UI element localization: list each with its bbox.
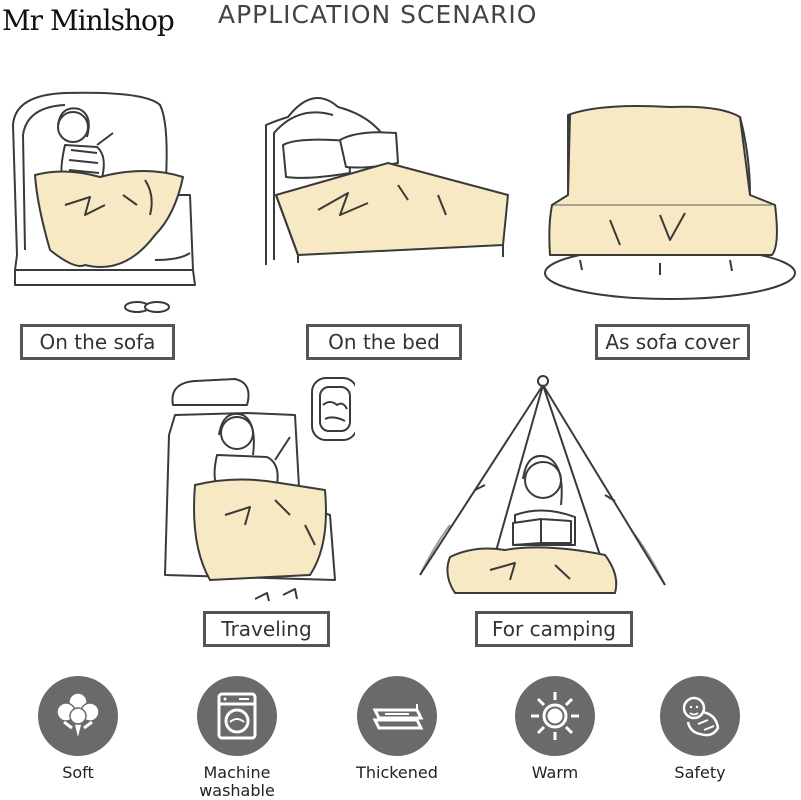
feature-safety: Safety xyxy=(650,676,750,782)
feature-label-machine-washable: Machine washable xyxy=(199,763,275,800)
feature-warm: Warm xyxy=(505,676,605,782)
feature-machine-washable: Machine washable xyxy=(187,676,287,800)
sun-icon xyxy=(515,676,595,756)
washing-machine-icon xyxy=(197,676,277,756)
traveling-illustration xyxy=(155,375,355,610)
scenario-label-sofa: On the sofa xyxy=(20,324,175,360)
page-title: APPLICATION SCENARIO xyxy=(218,0,538,29)
feature-thickened: Thickened xyxy=(347,676,447,782)
layers-icon xyxy=(357,676,437,756)
camping-illustration xyxy=(415,375,670,610)
scenario-label-sofa-cover: As sofa cover xyxy=(595,324,750,360)
bed-illustration xyxy=(258,85,523,285)
sofa-cover-illustration xyxy=(540,95,800,305)
feature-label-warm: Warm xyxy=(531,763,579,782)
scenario-label-bed: On the bed xyxy=(306,324,462,360)
cotton-icon xyxy=(38,676,118,756)
feature-soft: Soft xyxy=(28,676,128,782)
scenario-label-traveling: Traveling xyxy=(203,611,330,647)
shop-name: Mr Minlshop xyxy=(2,4,175,37)
feature-label-thickened: Thickened xyxy=(356,763,438,782)
feature-label-soft: Soft xyxy=(62,763,94,782)
baby-icon xyxy=(660,676,740,756)
sofa-illustration xyxy=(5,85,205,315)
feature-label-safety: Safety xyxy=(674,763,726,782)
scenario-label-camping: For camping xyxy=(475,611,633,647)
